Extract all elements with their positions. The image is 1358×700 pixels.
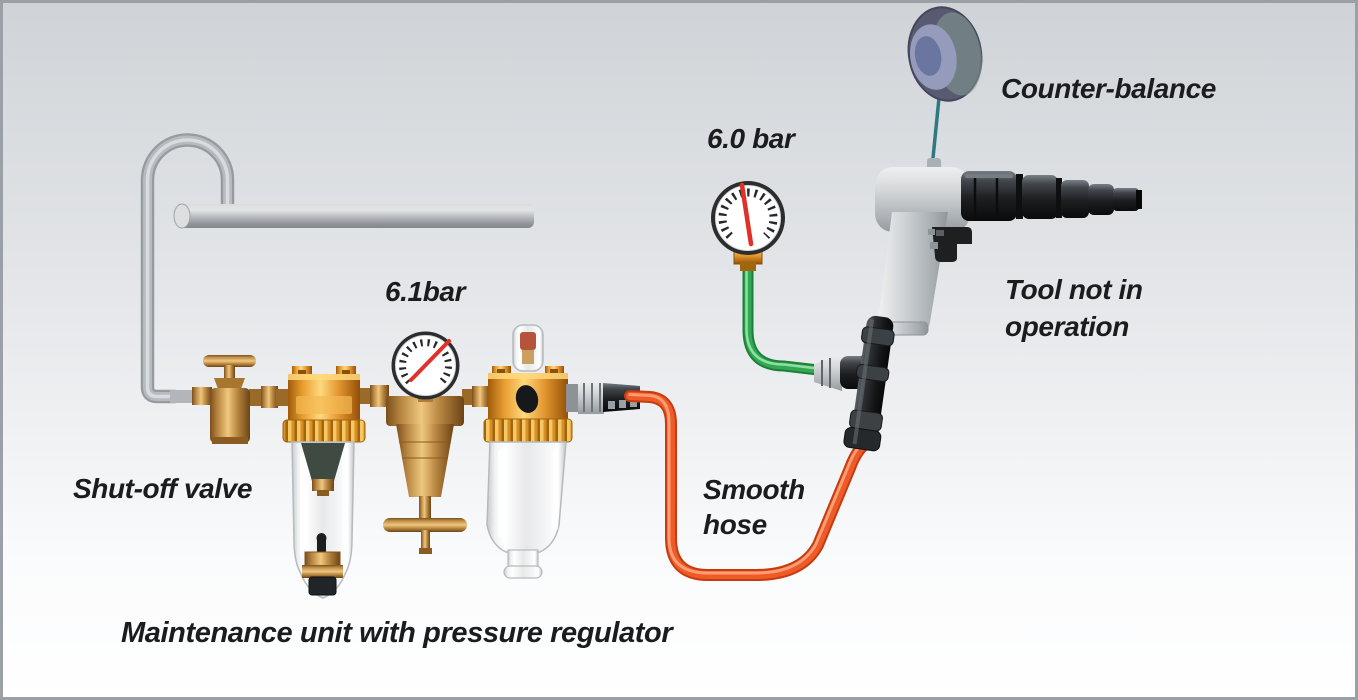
line-gauge bbox=[711, 181, 785, 271]
regulator-gauge bbox=[391, 331, 460, 402]
tool-trigger bbox=[928, 227, 972, 262]
supply-pipe bbox=[140, 133, 534, 404]
counter-balance-cord bbox=[930, 97, 941, 169]
regulator-pressure-label: 6.1bar bbox=[385, 276, 466, 307]
gauge-ticks bbox=[399, 339, 452, 385]
lubricator bbox=[483, 324, 573, 579]
pneumatic-screwdriver bbox=[875, 158, 1142, 336]
pipe-end-cap bbox=[173, 203, 191, 229]
valve-t-handle bbox=[203, 355, 256, 367]
t-connector bbox=[814, 315, 895, 452]
tool-status-label-line2: operation bbox=[1005, 311, 1129, 342]
smooth-hose-label-line1: Smooth bbox=[703, 474, 805, 505]
lubricator-fill-plug bbox=[515, 385, 539, 413]
lubricator-bowl bbox=[486, 441, 567, 553]
smooth-hose-label: Smooth hose bbox=[703, 472, 805, 542]
tool-grip bbox=[878, 212, 948, 330]
horizontal-pipe bbox=[176, 204, 534, 228]
tool-status-label-line1: Tool not in bbox=[1005, 274, 1143, 305]
tool-status-label: Tool not in operation bbox=[1005, 271, 1143, 345]
regulator-adjust-handle bbox=[383, 518, 467, 532]
gauge-ticks bbox=[718, 188, 778, 239]
counter-balance bbox=[907, 6, 983, 169]
lubricator-collar bbox=[483, 418, 573, 443]
pressure-regulator bbox=[383, 331, 467, 554]
shut-off-valve bbox=[203, 355, 256, 444]
line-connectors bbox=[170, 385, 490, 408]
valve-body bbox=[210, 388, 250, 443]
maintenance-unit-label: Maintenance unit with pressure regulator bbox=[121, 617, 673, 649]
smooth-hose-label-line2: hose bbox=[703, 509, 767, 540]
counter-balance-label: Counter-balance bbox=[1001, 73, 1216, 104]
gauge-needle bbox=[409, 339, 451, 382]
gauge-hose bbox=[742, 262, 824, 376]
filter-drain-knob bbox=[308, 576, 337, 596]
shut-off-valve-label: Shut-off valve bbox=[73, 473, 253, 504]
smooth-hose bbox=[624, 390, 873, 581]
gauge-needle bbox=[739, 182, 754, 247]
gauge-pressure-label: 6.0 bar bbox=[707, 123, 795, 154]
filter bbox=[282, 366, 366, 599]
tool-chuck bbox=[961, 171, 1142, 221]
filter-collar bbox=[282, 419, 366, 443]
filter-element bbox=[301, 443, 345, 481]
